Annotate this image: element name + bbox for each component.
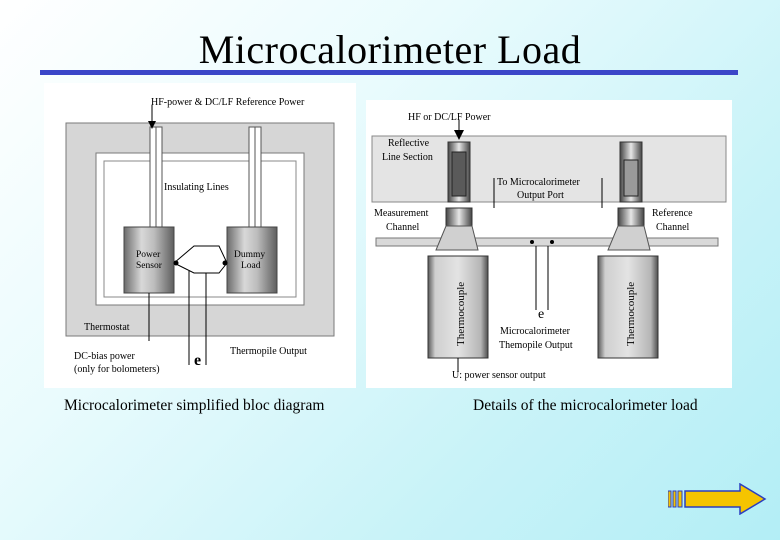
load-details-diagram: HF or DC/LF Power Reflective Line Sectio… xyxy=(366,100,732,388)
thermocouple-right-label: Thermocouple xyxy=(625,282,637,346)
dc-bias-label-2: (only for bolometers) xyxy=(74,364,160,375)
reflective-label: Reflective xyxy=(388,138,430,149)
measurement-channel-label-2: Channel xyxy=(386,222,420,233)
input-power-label: HF-power & DC/LF Reference Power xyxy=(151,97,305,108)
thermopile-output-label-2: Themopile Output xyxy=(499,340,573,351)
title-underline xyxy=(40,70,738,75)
dummy-load-label: Dummy xyxy=(234,250,265,260)
insulating-lines-label: Insulating Lines xyxy=(164,182,229,193)
e-symbol-right: e xyxy=(538,307,544,322)
power-sensor-block xyxy=(123,226,175,294)
hf-power-arrow-icon xyxy=(454,130,464,140)
thermocouple-right-block xyxy=(597,255,659,359)
reference-channel-label-2: Channel xyxy=(656,222,690,233)
e-symbol-left: e xyxy=(194,352,201,369)
left-diagram-caption: Microcalorimeter simplified bloc diagram xyxy=(64,397,325,414)
measurement-channel-label: Measurement xyxy=(374,208,429,219)
hf-power-label: HF or DC/LF Power xyxy=(408,112,491,123)
reflective-label-2: Line Section xyxy=(382,152,433,163)
thermopile-output-label: Thermopile Output xyxy=(230,346,307,357)
output-port-label: To Microcalorimeter xyxy=(497,177,581,188)
slide-title: Microcalorimeter Load xyxy=(198,27,582,72)
simplified-bloc-diagram: HF-power & DC/LF Reference Power Insulat… xyxy=(44,83,356,388)
thermocouple-left-label: Thermocouple xyxy=(455,282,467,346)
next-slide-arrow-icon[interactable] xyxy=(668,483,768,515)
thermostat-label: Thermostat xyxy=(84,322,130,333)
reference-channel-label: Reference xyxy=(652,208,693,219)
dc-bias-label: DC-bias power xyxy=(74,351,135,362)
dummy-load-label-2: Load xyxy=(241,261,261,271)
dummy-load-block xyxy=(226,226,278,294)
right-diagram-caption: Details of the microcalorimeter load xyxy=(473,397,698,414)
power-sensor-label-2: Sensor xyxy=(136,261,163,271)
output-port-label-2: Output Port xyxy=(517,190,564,201)
sensor-output-label: U: power sensor output xyxy=(452,370,546,381)
power-sensor-label: Power xyxy=(136,250,161,260)
input-arrow-icon xyxy=(148,121,156,129)
thermopile-output-label: Microcalorimeter xyxy=(500,326,571,337)
